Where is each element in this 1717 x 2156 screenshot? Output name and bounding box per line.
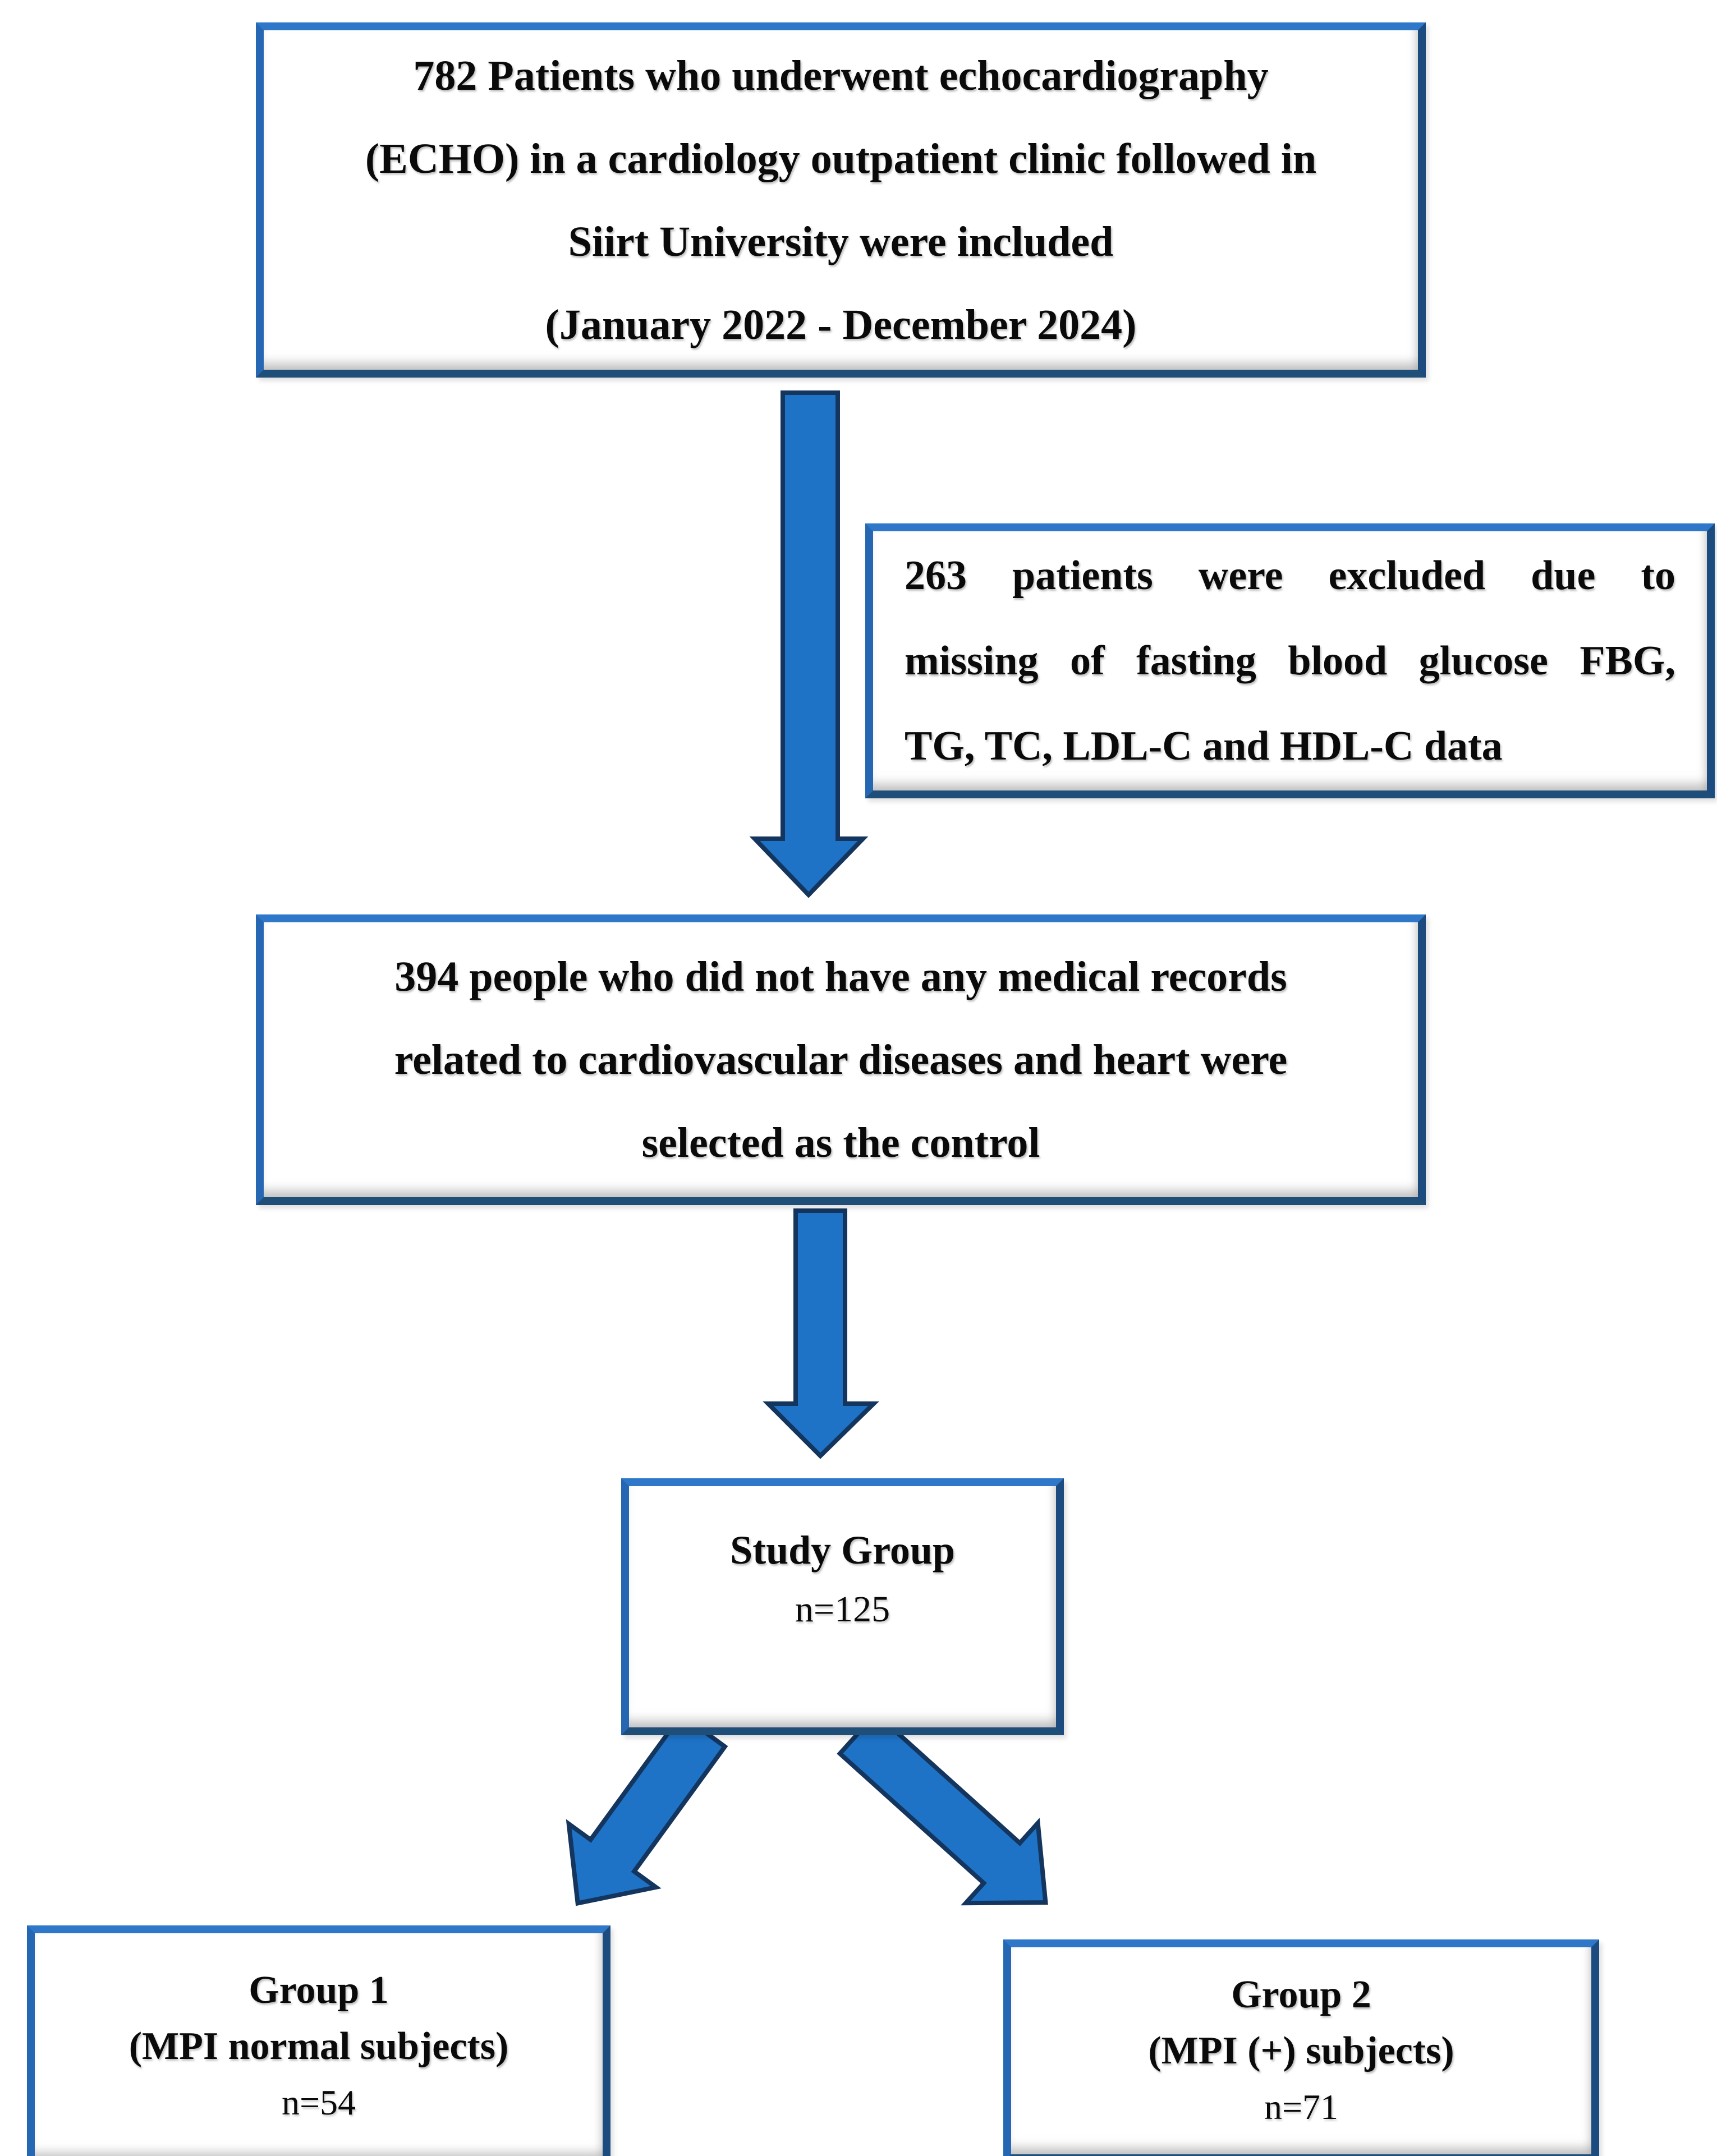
group1-title: Group 1 — [249, 1968, 389, 2012]
exclusion-last-line: TG, TC, LDL-C and HDL-C data — [905, 723, 1503, 769]
study-group-box: Study Group n=125 — [621, 1478, 1064, 1735]
inclusion-box: 782 Patients who underwent echocardiogra… — [256, 22, 1426, 378]
study-group-count: n=125 — [795, 1589, 890, 1630]
group1-box: Group 1 (MPI normal subjects) n=54 — [27, 1925, 610, 2156]
down-arrow-control-to-study — [763, 1208, 879, 1459]
inclusion-line-2: (ECHO) in a cardiology outpatient clinic… — [365, 135, 1317, 182]
group2-title: Group 2 — [1231, 1973, 1371, 2016]
control-line-1: 394 people who did not have any medical … — [394, 953, 1287, 1000]
control-line-2: related to cardiovascular diseases and h… — [394, 1036, 1288, 1083]
inclusion-line-3: Siirt University were included — [568, 218, 1114, 265]
group1-count: n=54 — [281, 2082, 356, 2122]
group2-count: n=71 — [1264, 2086, 1339, 2127]
study-group-title: Study Group — [730, 1528, 955, 1573]
group2-box: Group 2 (MPI (+) subjects) n=71 — [1003, 1939, 1599, 2156]
inclusion-line-4: (January 2022 - December 2024) — [545, 301, 1137, 348]
inclusion-line-1: 782 Patients who underwent echocardiogra… — [413, 52, 1269, 99]
group2-subtitle: (MPI (+) subjects) — [1148, 2029, 1454, 2072]
down-left-arrow-study-to-group1 — [566, 1712, 728, 1906]
group1-subtitle: (MPI normal subjects) — [128, 2024, 509, 2068]
down-arrow-top-to-control — [749, 390, 869, 898]
control-box: 394 people who did not have any medical … — [256, 914, 1426, 1205]
control-line-3: selected as the control — [641, 1119, 1040, 1166]
